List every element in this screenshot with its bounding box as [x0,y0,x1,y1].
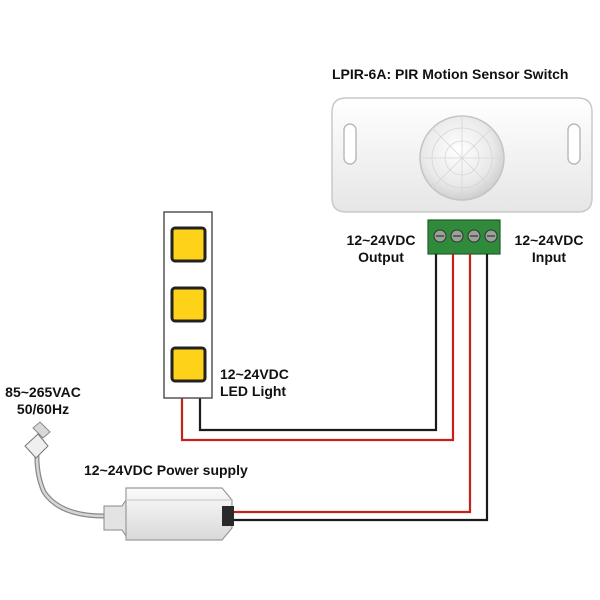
led-label: 12~24VDC LED Light [220,366,289,400]
ac-frequency: 50/60Hz [16,401,70,417]
power-supply [103,487,234,541]
sensor-wires [180,254,489,522]
input-text: Input [531,249,567,265]
ac-plug [24,421,105,519]
output-label: 12~24VDC Output [334,232,428,266]
terminal-block [427,219,501,255]
led-voltage: 12~24VDC [220,366,289,382]
led-chip [170,346,207,383]
led-text: LED Light [220,383,287,399]
ac-voltage: 85~265VAC [5,384,81,400]
led-strip [163,211,213,399]
input-label: 12~24VDC Input [504,232,594,266]
output-voltage: 12~24VDC [346,232,416,248]
mount-slot-right [567,123,581,165]
psu-label: 12~24VDC Power supply [84,462,248,478]
ac-label: 85~265VAC 50/60Hz [0,384,86,418]
led-chip [170,226,207,263]
input-voltage: 12~24VDC [514,232,584,248]
mount-slot-left [343,123,357,165]
output-text: Output [358,249,404,265]
led-chip [170,286,207,323]
pir-sensor [331,97,593,213]
diagram-title: LPIR-6A: PIR Motion Sensor Switch [332,66,569,82]
